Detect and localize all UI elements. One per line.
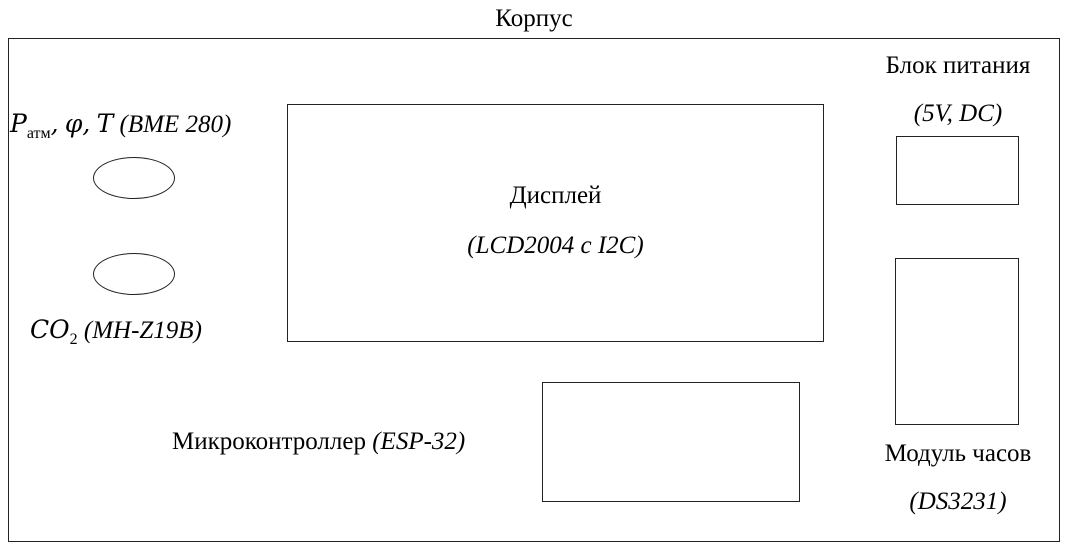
pressure-symbol: P: [10, 109, 27, 138]
power-model: (5V, DC): [913, 100, 1003, 127]
power-box: [896, 136, 1019, 205]
co2-model: (MH-Z19B): [83, 317, 202, 344]
humidity-symbol: φ: [64, 109, 83, 138]
co2-label: CO2 (MH-Z19B): [30, 315, 202, 349]
case-outline: [8, 38, 1060, 542]
pressure-subscript: атм: [26, 125, 51, 142]
clock-model: (DS3231): [909, 488, 1007, 515]
separator: ,: [82, 109, 91, 138]
co2-symbol: CO: [30, 315, 70, 344]
bme280-label: Pатм, φ, T (BME 280): [10, 109, 232, 143]
mcu-model: (ESP-32): [372, 428, 466, 455]
clock-box: [895, 258, 1019, 425]
case-title: Корпус: [495, 5, 573, 32]
bme280-model: (BME 280): [119, 111, 232, 138]
temperature-symbol: T: [96, 109, 114, 138]
separator: ,: [50, 109, 59, 138]
display-label: Дисплей: [509, 182, 602, 209]
mcu-box: [542, 382, 800, 502]
clock-label: Модуль часов: [884, 440, 1032, 467]
mcu-label: Микроконтроллер (ESP-32): [172, 428, 465, 456]
display-model: (LCD2004 с I2C): [467, 232, 644, 259]
co2-sensor-shape: [93, 253, 175, 295]
mcu-name: Микроконтроллер: [172, 428, 366, 455]
power-label: Блок питания: [885, 52, 1031, 79]
bme280-sensor-shape: [93, 157, 175, 199]
co2-subscript: 2: [69, 331, 78, 348]
display-box: [287, 104, 824, 342]
